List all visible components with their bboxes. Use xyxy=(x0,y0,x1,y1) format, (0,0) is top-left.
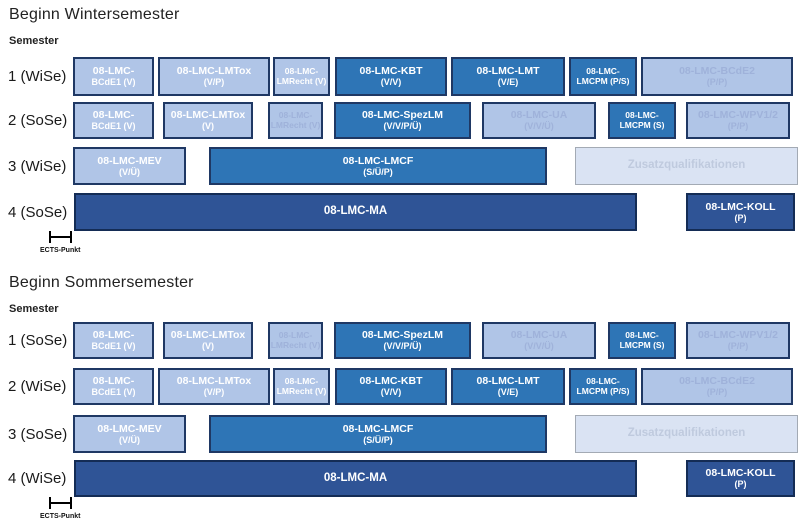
module-box-lmcpm: 08-LMC-LMCPM (P/S) xyxy=(569,57,637,96)
ects-scale-legend: ECTS-Punkt xyxy=(40,497,80,520)
module-box-lmcf: 08-LMC-LMCF(S/Ü/P) xyxy=(209,415,547,453)
module-box-bcde1: 08-LMC-BCdE1 (V) xyxy=(73,322,154,359)
semester-row-label: 1 (SoSe) xyxy=(8,332,68,349)
module-box-lmtox: 08-LMC-LMTox(V/P) xyxy=(158,57,270,96)
module-box-mev: 08-LMC-MEV(V/Ü) xyxy=(73,415,186,453)
ects-scale-label: ECTS-Punkt xyxy=(40,247,81,254)
module-box-bcde2: 08-LMC-BCdE2(P/P) xyxy=(641,57,793,96)
module-box-bcde1: 08-LMC-BCdE1 (V) xyxy=(73,102,154,139)
module-box-bcde1: 08-LMC-BCdE1 (V) xyxy=(73,368,154,405)
module-box-lmrecht: 08-LMC-LMRecht (V) xyxy=(268,102,323,139)
module-box-spezlm: 08-LMC-SpezLM(V/V/P/Ü) xyxy=(334,322,471,359)
module-box-wpv12: 08-LMC-WPV1/2(P/P) xyxy=(686,322,790,359)
module-box-bcde2: 08-LMC-BCdE2(P/P) xyxy=(641,368,793,405)
module-box-koll: 08-LMC-KOLL(P) xyxy=(686,193,795,231)
module-box-lmcpm: 08-LMC-LMCPM (S) xyxy=(608,102,676,139)
section-title-wintersemester: Beginn Wintersemester xyxy=(9,6,180,23)
semester-row-label: 4 (SoSe) xyxy=(8,203,68,221)
module-box-lmtox: 08-LMC-LMTox(V/P) xyxy=(158,368,270,405)
semester-axis-label: Semester xyxy=(9,35,59,47)
module-box-ma: 08-LMC-MA xyxy=(74,460,637,497)
module-box-ua: 08-LMC-UA(V/V/Ü) xyxy=(482,102,596,139)
module-box-zusatz: Zusatzqualifikationen xyxy=(575,147,798,185)
semester-row-label: 2 (WiSe) xyxy=(8,378,67,395)
semester-row-label: 2 (SoSe) xyxy=(8,112,68,129)
section-title-sommersemester: Beginn Sommersemester xyxy=(9,274,194,291)
module-box-kbt: 08-LMC-KBT(V/V) xyxy=(335,57,447,96)
ects-scale-bracket-icon xyxy=(48,231,72,243)
ects-scale-legend: ECTS-Punkt xyxy=(40,231,80,254)
ects-scale-label: ECTS-Punkt xyxy=(40,513,81,520)
module-box-lmcpm: 08-LMC-LMCPM (P/S) xyxy=(569,368,637,405)
module-box-lmcpm: 08-LMC-LMCPM (S) xyxy=(608,322,676,359)
module-box-lmrecht: 08-LMC-LMRecht (V) xyxy=(273,368,330,405)
module-box-lmrecht: 08-LMC-LMRecht (V) xyxy=(268,322,323,359)
module-box-lmt: 08-LMC-LMT(V/E) xyxy=(451,368,565,405)
module-box-zusatz: Zusatzqualifikationen xyxy=(575,415,798,453)
module-box-bcde1: 08-LMC-BCdE1 (V) xyxy=(73,57,154,96)
module-box-koll: 08-LMC-KOLL(P) xyxy=(686,460,795,497)
module-box-lmtox: 08-LMC-LMTox(V) xyxy=(163,322,253,359)
module-box-kbt: 08-LMC-KBT(V/V) xyxy=(335,368,447,405)
semester-axis-label: Semester xyxy=(9,303,59,315)
ects-scale-bracket-icon xyxy=(48,497,72,509)
module-box-wpv12: 08-LMC-WPV1/2(P/P) xyxy=(686,102,790,139)
semester-row-label: 3 (SoSe) xyxy=(8,425,68,443)
semester-row-label: 4 (WiSe) xyxy=(8,470,67,487)
module-box-spezlm: 08-LMC-SpezLM(V/V/P/Ü) xyxy=(334,102,471,139)
module-box-mev: 08-LMC-MEV(V/Ü) xyxy=(73,147,186,185)
semester-row-label: 3 (WiSe) xyxy=(8,157,67,175)
module-box-ma: 08-LMC-MA xyxy=(74,193,637,231)
module-box-lmt: 08-LMC-LMT(V/E) xyxy=(451,57,565,96)
module-box-lmtox: 08-LMC-LMTox(V) xyxy=(163,102,253,139)
module-box-lmcf: 08-LMC-LMCF(S/Ü/P) xyxy=(209,147,547,185)
semester-row-label: 1 (WiSe) xyxy=(8,68,67,85)
module-box-ua: 08-LMC-UA(V/V/Ü) xyxy=(482,322,596,359)
module-box-lmrecht: 08-LMC-LMRecht (V) xyxy=(273,57,330,96)
